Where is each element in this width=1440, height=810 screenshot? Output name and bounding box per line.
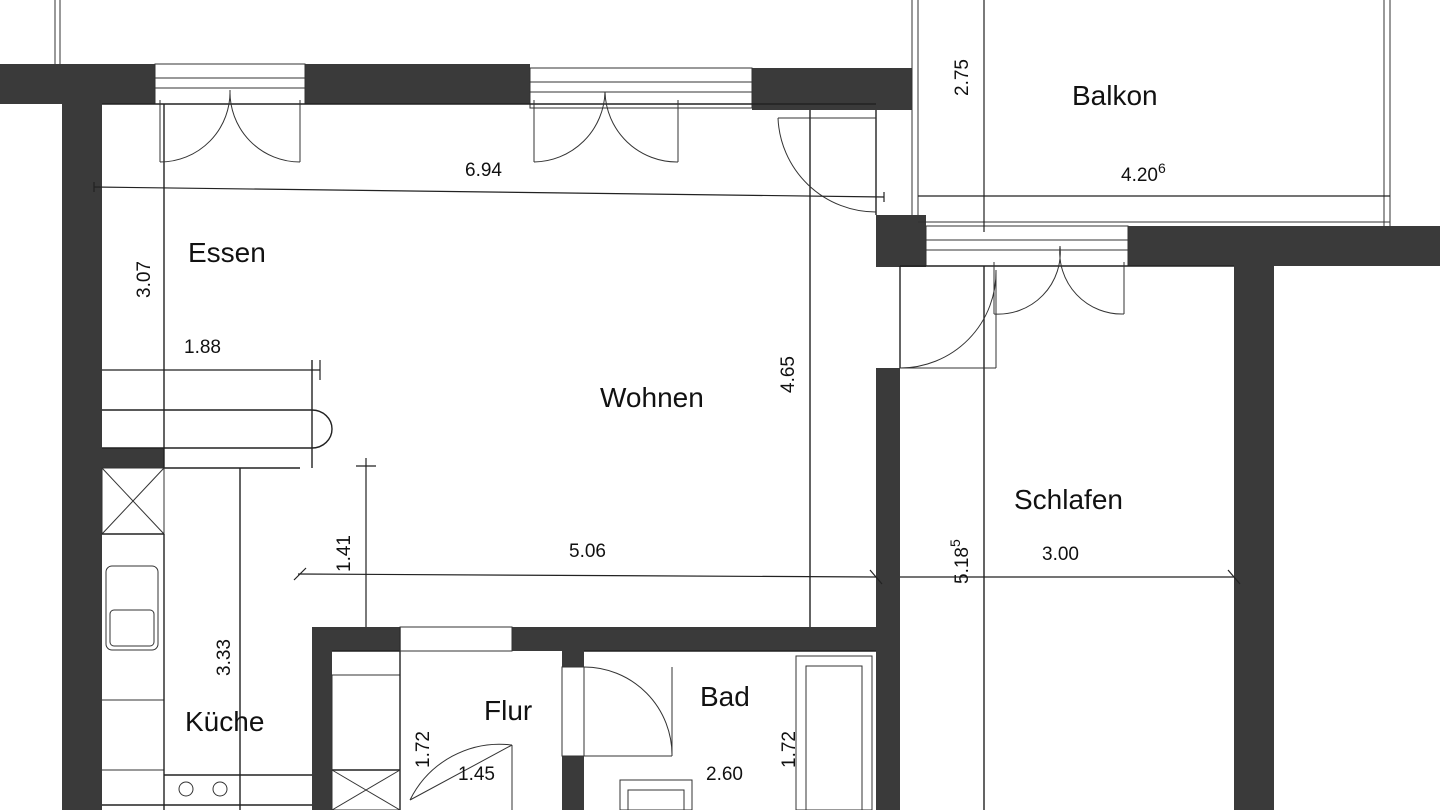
dim-label-4-65: 4.65 bbox=[778, 356, 799, 393]
dim-label-1-41: 1.41 bbox=[334, 535, 355, 572]
dim-label-1-72-flur: 1.72 bbox=[413, 731, 434, 768]
dim-label-1-88: 1.88 bbox=[184, 337, 221, 358]
dim-label-6-94: 6.94 bbox=[465, 160, 502, 181]
room-label-flur: Flur bbox=[484, 695, 532, 726]
balcony-outline bbox=[54, 0, 1391, 226]
wall-right-schlafen bbox=[1234, 226, 1274, 810]
walls bbox=[0, 64, 1440, 810]
wall-left bbox=[62, 64, 102, 810]
room-label-balkon: Balkon bbox=[1072, 80, 1158, 111]
dim-label-4-20-sup: 6 bbox=[1158, 160, 1166, 176]
dim-label-5-18-sup: 5 bbox=[947, 539, 963, 547]
room-label-schlafen: Schlafen bbox=[1014, 484, 1123, 515]
wall-top-mid bbox=[305, 64, 530, 104]
room-label-essen: Essen bbox=[188, 237, 266, 268]
wall-flur-bad-top bbox=[562, 627, 584, 667]
dim-label-1-45: 1.45 bbox=[458, 764, 495, 785]
room-label-wohnen: Wohnen bbox=[600, 382, 704, 413]
wall-kueche-flur bbox=[312, 627, 332, 810]
dim-label-4-20-value: 4.20 bbox=[1121, 165, 1158, 186]
dim-label-2-75: 2.75 bbox=[952, 59, 973, 96]
dim-label-2-60: 2.60 bbox=[706, 764, 743, 785]
dim-label-1-72-bad: 1.72 bbox=[779, 731, 800, 768]
dimension-labels: 6.94 2.75 4.206 3.07 1.88 4.65 1.41 5.06… bbox=[134, 59, 1166, 785]
dim-label-3-00: 3.00 bbox=[1042, 544, 1079, 565]
dim-label-3-07: 3.07 bbox=[134, 261, 155, 298]
interior-lines bbox=[101, 63, 1234, 810]
room-labels: Balkon Essen Wohnen Schlafen Küche Flur … bbox=[185, 80, 1158, 737]
wall-kitchen-short bbox=[102, 448, 164, 468]
dim-label-3-33: 3.33 bbox=[214, 639, 235, 676]
wall-flur-bad-bottom bbox=[562, 756, 584, 810]
room-label-bad: Bad bbox=[700, 681, 750, 712]
dim-label-5-18-value: 5.18 bbox=[952, 547, 973, 584]
door-swings bbox=[159, 89, 1125, 810]
wall-stub-balcony bbox=[876, 215, 926, 267]
dim-label-5-06: 5.06 bbox=[569, 541, 606, 562]
room-label-kueche: Küche bbox=[185, 706, 264, 737]
dim-label-5-18: 5.185 bbox=[947, 539, 973, 584]
dim-label-4-20: 4.206 bbox=[1121, 160, 1166, 186]
wall-top-schlafen bbox=[1128, 226, 1440, 266]
dimension-lines bbox=[93, 0, 1390, 627]
wall-wohnen-schlafen bbox=[876, 368, 900, 810]
wall-top-right bbox=[752, 68, 912, 110]
